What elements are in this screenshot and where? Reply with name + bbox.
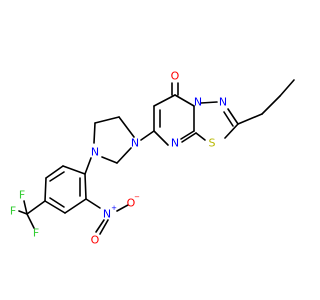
bond [45, 165, 64, 179]
atom-label-nitro-oxygen-single: O [127, 197, 136, 210]
atom-label-fluorine-top: F [19, 189, 25, 202]
bond [223, 111, 234, 127]
bond [279, 79, 295, 97]
bond [44, 177, 47, 202]
bond [93, 122, 96, 144]
atom-label-pyrimidine-nitrogen: N [171, 137, 179, 150]
bond [64, 198, 87, 214]
bond [84, 157, 92, 175]
atom-label-fluorine-bottom: F [33, 227, 39, 240]
atom-label-fluorine-left: F [10, 205, 16, 218]
bond [174, 94, 195, 107]
bond [95, 219, 105, 233]
structure-drawing: O N N N S N N N + O O − F F F [10, 70, 295, 247]
bond [116, 204, 129, 212]
bond [49, 171, 65, 182]
bond [181, 132, 197, 143]
bond [18, 210, 28, 215]
nitro-oxygen-charge: − [134, 193, 140, 201]
bond [180, 130, 195, 140]
atom-label-bridge-nitrogen: N [194, 96, 202, 109]
atom-label-piperazine-nitrogen-lower: N [91, 146, 99, 159]
bond [237, 113, 263, 125]
atom-layer: O N N N S N N N + O O − F F F [10, 70, 227, 247]
bond [49, 197, 65, 208]
atom-label-carbonyl-oxygen: O [171, 70, 180, 83]
atom-label-sulfur: S [209, 137, 216, 150]
bond [195, 132, 206, 141]
atom-label-thiadiazole-nitrogen: N [219, 96, 227, 109]
bond [44, 200, 66, 214]
bond [116, 147, 132, 164]
bond [23, 200, 28, 215]
bond-layer [18, 79, 295, 235]
bond [118, 116, 135, 138]
bond [99, 219, 109, 235]
bond [200, 101, 218, 104]
bond [85, 198, 101, 209]
bond [26, 200, 46, 215]
atom-label-nitro-oxygen-double: O [91, 234, 100, 247]
bond [227, 108, 239, 125]
bond [62, 165, 86, 175]
atom-label-piperazine-nitrogen-upper: N [131, 137, 139, 150]
nitro-nitrogen-charge: + [111, 204, 117, 212]
bond [84, 173, 87, 200]
bond [224, 123, 239, 139]
molecule-diagram: O N N N S N N N + O O − F F F [10, 70, 295, 247]
bond [153, 130, 169, 146]
atom-label-nitro-nitrogen: N [103, 208, 111, 221]
bond [94, 116, 120, 124]
bond [101, 156, 118, 164]
bond [26, 213, 35, 229]
bond [140, 130, 155, 141]
bond [153, 94, 176, 107]
bond [261, 95, 281, 115]
